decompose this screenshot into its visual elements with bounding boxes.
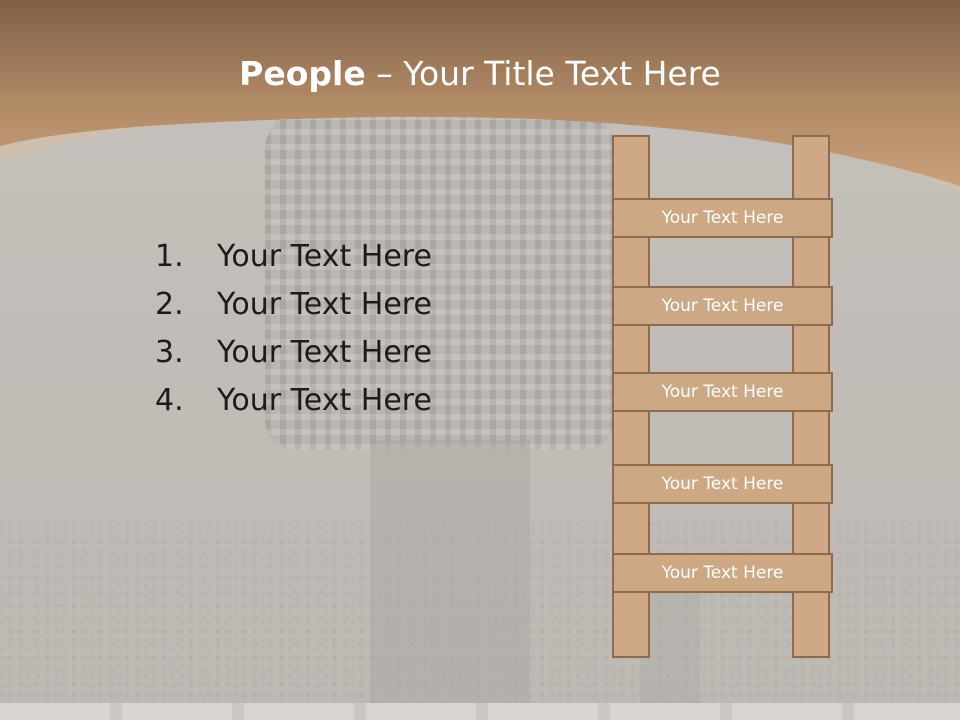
list-item: 4. Your Text Here xyxy=(155,376,495,424)
ladder-rung: Your Text Here xyxy=(612,464,833,504)
numbered-list: 1. Your Text Here 2. Your Text Here 3. Y… xyxy=(155,232,495,424)
background-legs xyxy=(370,440,530,720)
list-text: Your Text Here xyxy=(217,286,432,322)
list-item: 2. Your Text Here xyxy=(155,280,495,328)
ladder-rung: Your Text Here xyxy=(612,372,833,412)
list-number: 2. xyxy=(155,286,184,322)
background-checkered-coat xyxy=(265,110,615,450)
title-bold-part: People xyxy=(239,54,366,93)
list-number: 1. xyxy=(155,238,184,274)
list-number: 3. xyxy=(155,334,184,370)
background-pavement xyxy=(0,703,960,720)
header-band xyxy=(0,0,960,192)
list-text: Your Text Here xyxy=(217,238,432,274)
title-rest-part: – Your Title Text Here xyxy=(365,54,721,93)
ladder-rung: Your Text Here xyxy=(612,198,833,238)
list-text: Your Text Here xyxy=(217,334,432,370)
list-item: 1. Your Text Here xyxy=(155,232,495,280)
ladder-rung: Your Text Here xyxy=(612,286,833,326)
list-item: 3. Your Text Here xyxy=(155,328,495,376)
header-curve xyxy=(0,0,960,186)
list-number: 4. xyxy=(155,382,184,418)
ladder-rung: Your Text Here xyxy=(612,553,833,593)
slide-title: People – Your Title Text Here xyxy=(0,54,960,93)
list-text: Your Text Here xyxy=(217,382,432,418)
